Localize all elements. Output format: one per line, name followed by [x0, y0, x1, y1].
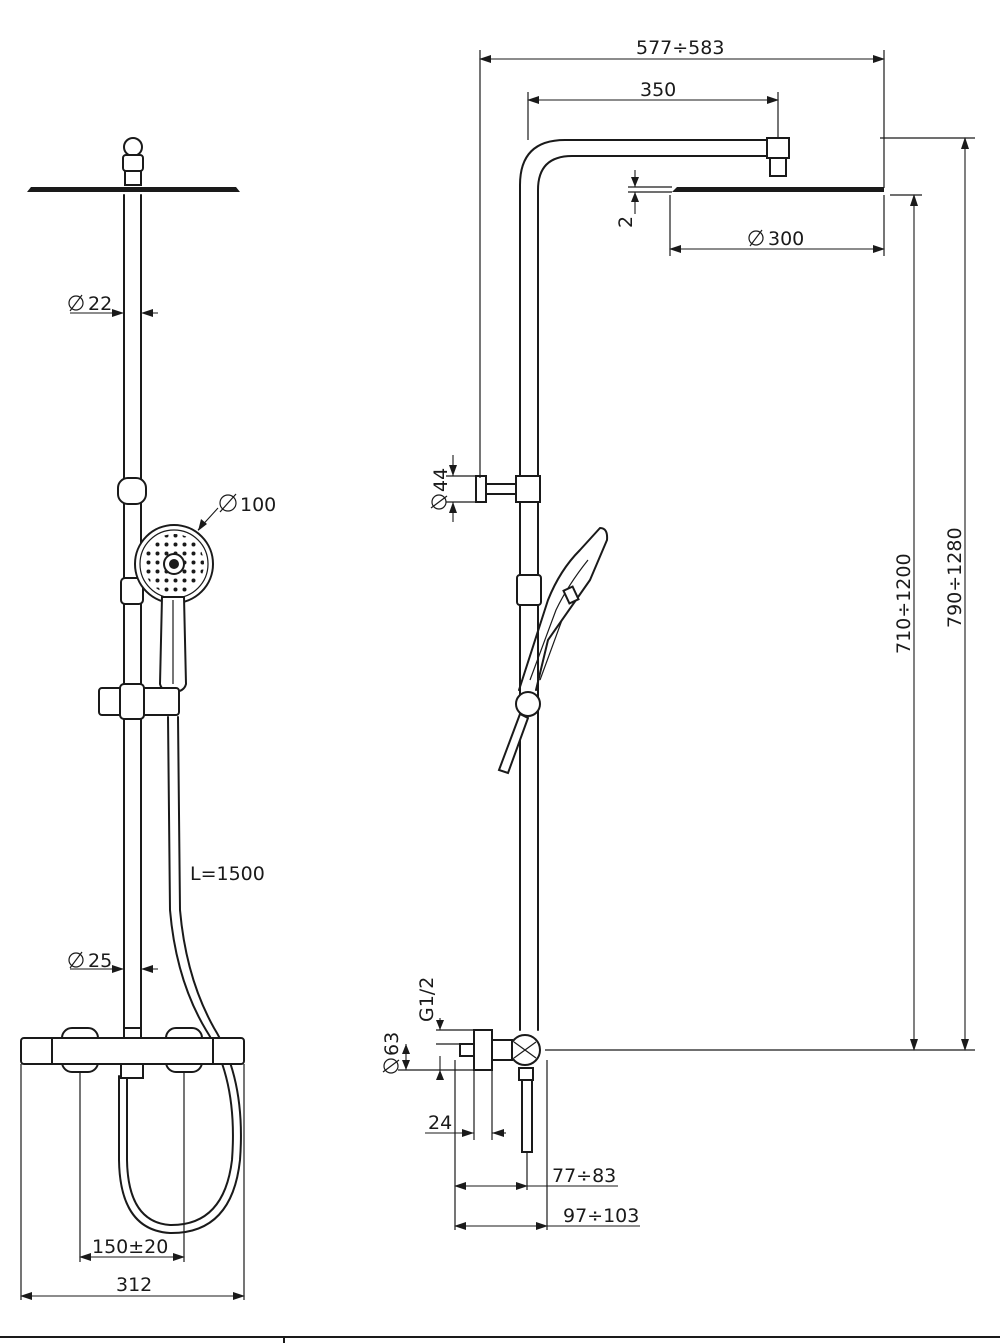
hose-length-label: L=1500: [190, 863, 265, 885]
dim-total-projection: 577÷583: [479, 37, 885, 478]
dim-head-diameter: 300: [669, 195, 885, 256]
dim-inlet-spacing: 150±20: [79, 1236, 185, 1261]
pipe-diameter-label: 22: [88, 293, 112, 315]
arm-length-label: 350: [640, 79, 676, 101]
dim-bracket-diameter: 44: [430, 455, 480, 522]
rain-shower-head: [27, 187, 240, 192]
dim-handshower-diameter: 100: [197, 493, 276, 531]
wall-bracket: [475, 475, 541, 503]
top-swivel: [122, 137, 144, 186]
holder-lever: [497, 712, 530, 775]
handshower-diameter-label: 100: [240, 494, 276, 516]
rain-shower-head-side: [672, 157, 884, 192]
thermostatic-mixer: [20, 1027, 245, 1079]
title-block-border: [0, 1336, 1000, 1343]
inlet-spacing-label: 150±20: [92, 1236, 168, 1258]
upper-pipe: [123, 194, 142, 1031]
dim-eccentric-diameter: 63: [381, 1032, 474, 1080]
dim-wall-distance-b: 97÷103: [454, 1205, 640, 1230]
bracket-diameter-label: 44: [430, 468, 452, 492]
mixer-width-label: 312: [116, 1274, 152, 1296]
eccentric-offset-label: 24: [428, 1112, 452, 1134]
handshower-holder: [98, 683, 180, 720]
wall-distance-a-label: 77÷83: [552, 1165, 616, 1187]
dim-mixer-width: 312: [20, 1274, 245, 1300]
head-thickness-label: 2: [615, 216, 637, 228]
total-projection-label: 577÷583: [636, 37, 724, 59]
height-top-label: 790÷1280: [944, 527, 966, 628]
thread-label: G1/2: [416, 977, 438, 1022]
dim-thread: G1/2: [416, 977, 474, 1045]
dim-head-thickness: 2: [615, 170, 672, 228]
dim-pipe-diameter: 22: [68, 293, 158, 317]
wall-distance-b-label: 97÷103: [563, 1205, 639, 1227]
dim-height-head: 710÷1200: [545, 194, 975, 1051]
lower-pipe-diameter-label: 25: [88, 950, 112, 972]
dim-height-top: 790÷1280: [880, 137, 975, 1051]
slider-knob: [515, 691, 541, 717]
dim-wall-distance-a: 77÷83: [454, 1165, 618, 1190]
shower-hose: [118, 716, 242, 1235]
shower-column: [519, 137, 790, 1031]
slider-bracket: [117, 477, 147, 505]
dim-lower-pipe-diameter: 25: [68, 950, 158, 973]
side-view: 577÷583 350 2 300: [381, 37, 975, 1230]
hand-shower: [134, 524, 214, 694]
wall-connection: [459, 1029, 541, 1153]
hand-shower-side: [518, 527, 609, 691]
eccentric-diameter-label: 63: [381, 1032, 403, 1056]
height-head-label: 710÷1200: [893, 553, 915, 654]
dim-arm-length: 350: [527, 79, 779, 140]
dim-eccentric-offset: 24: [425, 1070, 506, 1140]
head-diameter-label: 300: [768, 228, 804, 250]
front-view: 22 100: [20, 137, 276, 1300]
